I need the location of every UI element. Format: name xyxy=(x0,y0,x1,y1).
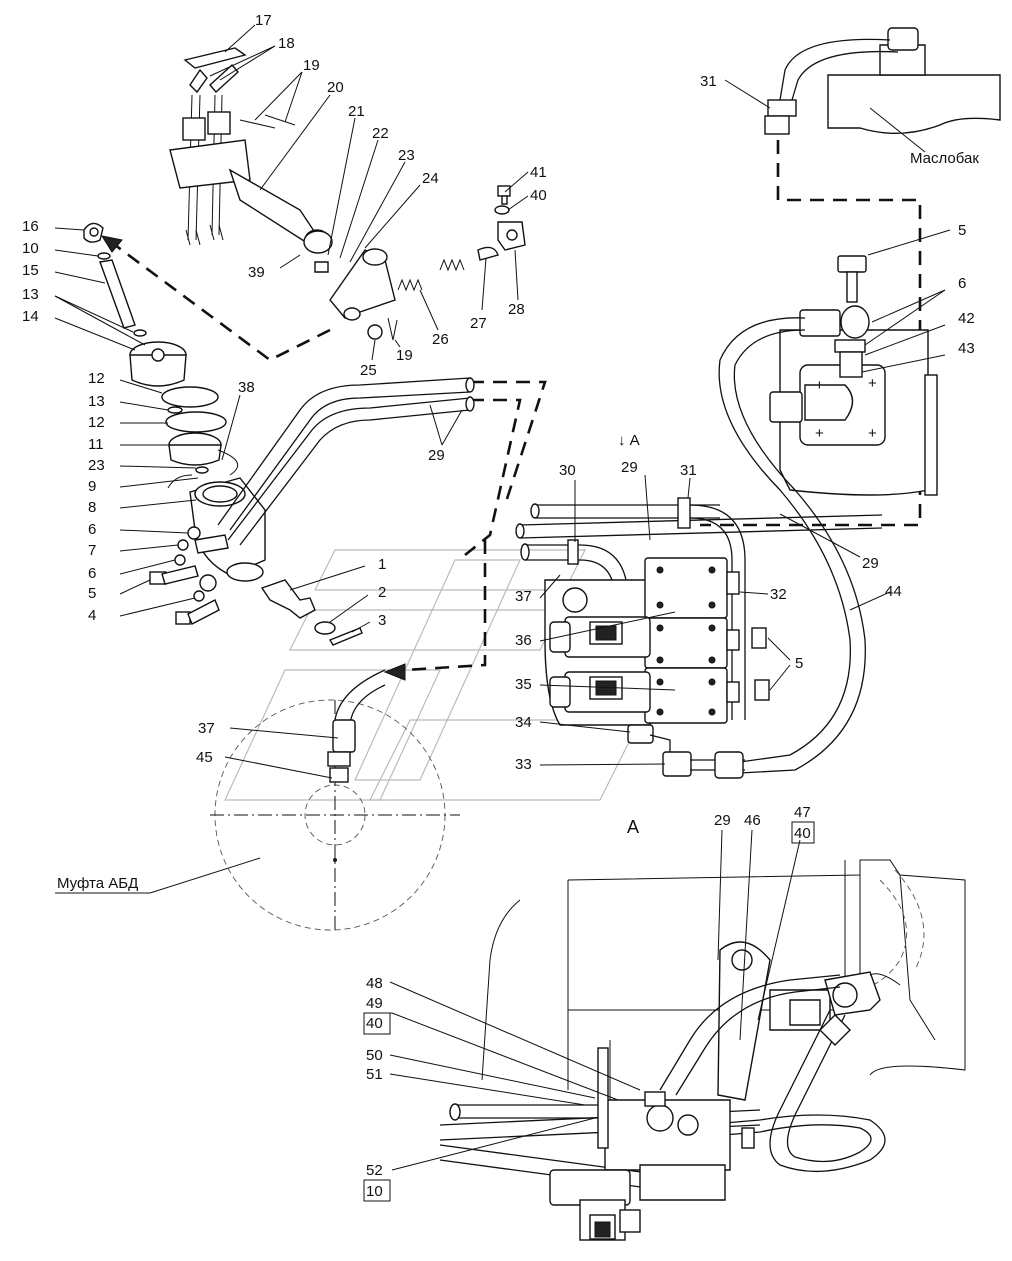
callout-9: 9 xyxy=(88,478,96,495)
callout-30: 30 xyxy=(559,462,576,479)
control-lever-mechanism xyxy=(169,47,333,254)
callout-29d: 29 xyxy=(714,812,731,829)
callout-26: 26 xyxy=(432,331,449,348)
callout-46: 46 xyxy=(744,812,761,829)
callout-45: 45 xyxy=(196,749,213,766)
callout-21: 21 xyxy=(348,103,365,120)
callout-42: 42 xyxy=(958,310,975,327)
callout-22: 22 xyxy=(372,125,389,142)
callout-37b: 37 xyxy=(198,720,215,737)
callout-51: 51 xyxy=(366,1066,383,1083)
callout-49: 49 xyxy=(366,995,383,1012)
callout-5c: 5 xyxy=(795,655,803,672)
callout-48: 48 xyxy=(366,975,383,992)
callout-37a: 37 xyxy=(515,588,532,605)
callout-49-sub: 40 xyxy=(366,1015,383,1032)
callout-52-sub: 10 xyxy=(366,1183,383,1200)
oil-tank-label: Маслобак xyxy=(910,150,979,167)
callout-36: 36 xyxy=(515,632,532,649)
callout-40: 40 xyxy=(530,187,547,204)
callout-49-box xyxy=(363,1012,391,1035)
drain-route xyxy=(700,140,922,527)
pin-set xyxy=(260,579,363,646)
callout-47: 47 xyxy=(794,804,811,821)
callout-3: 3 xyxy=(378,612,386,629)
callout-12b: 12 xyxy=(88,414,105,431)
callout-25: 25 xyxy=(360,362,377,379)
callout-6c: 6 xyxy=(88,565,96,582)
callout-39: 39 xyxy=(248,264,265,281)
callout-35: 35 xyxy=(515,676,532,693)
callout-47-sub: 40 xyxy=(794,825,811,842)
assembly-route xyxy=(114,243,331,362)
callout-47-40: 47 40 xyxy=(791,804,815,844)
callout-28: 28 xyxy=(508,301,525,318)
callout-14: 14 xyxy=(22,308,39,325)
callout-12a: 12 xyxy=(88,370,105,387)
callout-52-box xyxy=(363,1179,391,1202)
callout-52: 52 xyxy=(366,1162,383,1179)
callout-5a: 5 xyxy=(958,222,966,239)
callout-18: 18 xyxy=(278,35,295,52)
callout-6a: 6 xyxy=(958,275,966,292)
callout-2: 2 xyxy=(378,584,386,601)
svg-text:+: + xyxy=(815,377,824,394)
callout-6b: 6 xyxy=(88,521,96,538)
pipe-route-a xyxy=(470,380,547,506)
callout-27: 27 xyxy=(470,315,487,332)
callout-13a: 13 xyxy=(22,286,39,303)
callout-11: 11 xyxy=(88,436,104,453)
clutch-label: Муфта АБД xyxy=(57,875,138,892)
view-a-assembly xyxy=(439,859,966,1241)
callout-7: 7 xyxy=(88,542,96,559)
callout-1: 1 xyxy=(378,556,386,573)
callout-43: 43 xyxy=(958,340,975,357)
callout-38: 38 xyxy=(238,379,255,396)
callout-19b: 19 xyxy=(396,347,413,364)
callout-23a: 23 xyxy=(88,457,105,474)
callout-32: 32 xyxy=(770,586,787,603)
view-arrow-label: ↓ А xyxy=(618,432,640,449)
callout-31: 31 xyxy=(700,73,717,90)
callout-41: 41 xyxy=(530,164,547,181)
distributor-body: + + + + xyxy=(769,255,938,496)
callout-31b: 31 xyxy=(680,462,697,479)
svg-text:+: + xyxy=(868,425,877,442)
svg-text:+: + xyxy=(815,425,824,442)
spring-assembly xyxy=(329,185,526,341)
callout-5b: 5 xyxy=(88,585,96,602)
callout-13b: 13 xyxy=(88,393,105,410)
piston-stack xyxy=(83,222,266,625)
view-a-title: А xyxy=(627,817,639,837)
callout-10: 10 xyxy=(22,240,39,257)
callout-29a: 29 xyxy=(428,447,445,464)
valve-block xyxy=(515,497,883,779)
clutch-outline xyxy=(210,669,460,931)
callout-24: 24 xyxy=(422,170,439,187)
callout-34: 34 xyxy=(515,714,532,731)
callout-20: 20 xyxy=(327,79,344,96)
callout-50: 50 xyxy=(366,1047,383,1064)
callout-33: 33 xyxy=(515,756,532,773)
callout-8: 8 xyxy=(88,499,96,516)
callout-23b: 23 xyxy=(398,147,415,164)
pipe-route-c xyxy=(404,540,487,672)
callout-16: 16 xyxy=(22,218,39,235)
svg-text:+: + xyxy=(868,375,877,392)
callout-29b: 29 xyxy=(621,459,638,476)
pipe-route-b xyxy=(464,398,522,557)
callout-15: 15 xyxy=(22,262,39,279)
callout-4: 4 xyxy=(88,607,96,624)
callout-29c: 29 xyxy=(862,555,879,572)
oil-tank xyxy=(764,27,1001,135)
callout-19a: 19 xyxy=(303,57,320,74)
callout-44: 44 xyxy=(885,583,902,600)
callout-17: 17 xyxy=(255,12,272,29)
